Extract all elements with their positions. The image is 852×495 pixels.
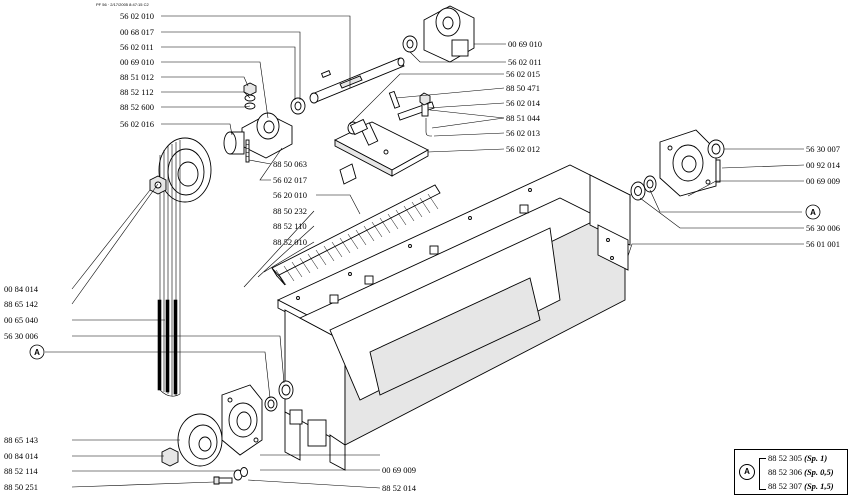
- legend-row: 88 52 306 (Sp. 0,5): [768, 465, 834, 479]
- callout: 00 69 010: [120, 57, 154, 67]
- callout: 56 30 006: [4, 331, 38, 341]
- shaft: [309, 57, 405, 104]
- right-bearing-rings: [630, 175, 657, 201]
- callout: 56 30 007: [806, 144, 840, 154]
- callout: 56 02 011: [120, 42, 154, 52]
- callout: 56 20 010: [273, 190, 307, 200]
- callouts-left: 56 02 010 00 68 017 56 02 011 00 69 010 …: [4, 11, 307, 492]
- callout: 00 84 014: [4, 284, 39, 294]
- tensioner-pins: [347, 90, 435, 137]
- callout: 00 68 017: [120, 27, 154, 37]
- spike-bar: [271, 184, 441, 286]
- shim-legend: A 88 52 305 (Sp. 1) 88 52 306 (Sp. 0,5) …: [734, 449, 848, 495]
- callout: 88 65 143: [4, 435, 38, 445]
- callouts-right: 00 69 010 56 02 011 56 02 015 88 50 471 …: [382, 39, 841, 493]
- lower-bearing: [221, 384, 263, 456]
- nut-stack: [243, 82, 257, 110]
- callout: 88 52 010: [273, 237, 307, 247]
- callout: 88 51 044: [506, 113, 541, 123]
- callout: 00 69 009: [806, 176, 840, 186]
- legend-marker-a: A: [739, 464, 755, 480]
- header-code: PF 56 · 2/17/2005 8:47:15 C2: [96, 2, 149, 7]
- bolt-88-50-063: [245, 139, 250, 163]
- callout: 88 52 114: [4, 466, 38, 476]
- legend-rows: 88 52 305 (Sp. 1) 88 52 306 (Sp. 0,5) 88…: [768, 451, 834, 493]
- svg-text:A: A: [34, 348, 40, 357]
- callout: 56 01 001: [806, 239, 840, 249]
- callout: 56 02 016: [120, 119, 154, 129]
- callout: 56 02 010: [120, 11, 154, 21]
- legend-bracket: [759, 458, 766, 490]
- callout: 88 52 600: [120, 102, 154, 112]
- callout: 88 52 112: [120, 87, 154, 97]
- callout: 88 52 110: [273, 221, 307, 231]
- callout: 56 02 012: [506, 144, 540, 154]
- legend-row: 88 52 307 (Sp. 1,5): [768, 479, 834, 493]
- lower-bolt: [213, 467, 248, 485]
- legend-spec: (Sp. 1): [804, 453, 828, 463]
- legend-row: 88 52 305 (Sp. 1): [768, 451, 834, 465]
- legend-spec: (Sp. 1,5): [804, 481, 834, 491]
- callout: 88 50 063: [273, 159, 307, 169]
- drive-belt: [157, 137, 212, 397]
- callout: 56 02 011: [508, 57, 542, 67]
- callout: 56 02 013: [506, 128, 540, 138]
- legend-part: 88 52 305: [768, 453, 802, 463]
- upper-left-bearing: [223, 97, 306, 159]
- legend-part: 88 52 306: [768, 467, 802, 477]
- callout: 00 69 009: [382, 465, 416, 475]
- marker-a-right: A: [805, 204, 821, 220]
- callout: 00 69 010: [508, 39, 542, 49]
- upper-right-bearing: [402, 5, 475, 63]
- callout: 00 92 014: [806, 160, 841, 170]
- callout: 56 30 006: [806, 223, 840, 233]
- legend-part: 88 52 307: [768, 481, 802, 491]
- callout: 56 02 014: [506, 98, 541, 108]
- legend-spec: (Sp. 0,5): [804, 467, 834, 477]
- leader-lines: [45, 15, 805, 489]
- main-frame: [276, 164, 632, 471]
- lower-pulley: [161, 413, 223, 467]
- callout: 88 50 232: [273, 206, 307, 216]
- callout: 88 65 142: [4, 299, 38, 309]
- callout: 56 02 017: [273, 175, 307, 185]
- callout: 00 84 014: [4, 451, 39, 461]
- callout: 88 50 251: [4, 482, 38, 492]
- callout: 00 65 040: [4, 315, 38, 325]
- callout: 88 51 012: [120, 72, 154, 82]
- callout: 88 50 471: [506, 83, 540, 93]
- right-flange-bearing: [659, 129, 725, 197]
- callout: 56 02 015: [506, 69, 540, 79]
- lower-bearing-rings: [264, 380, 294, 412]
- marker-a-left: A: [29, 344, 45, 360]
- callout: 88 52 014: [382, 483, 417, 493]
- tensioner-plate: [334, 121, 429, 185]
- svg-text:A: A: [810, 208, 816, 217]
